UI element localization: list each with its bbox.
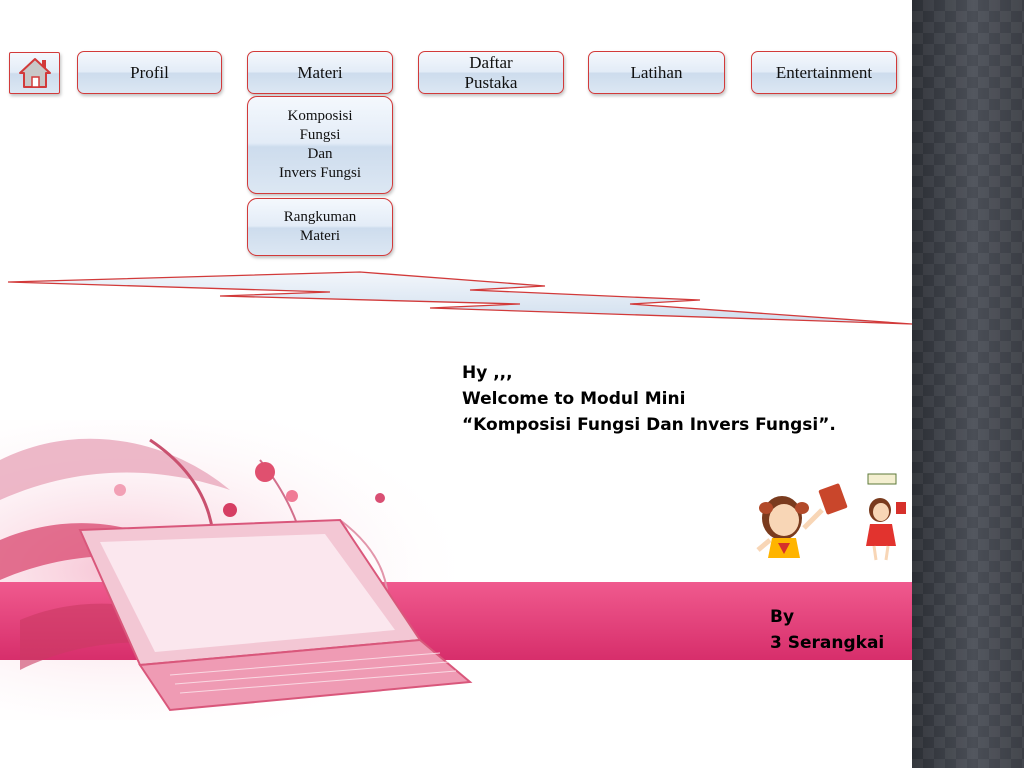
welcome-greeting: Hy ,,, bbox=[462, 363, 513, 383]
house-icon bbox=[18, 58, 51, 88]
submenu-komposisi-button[interactable]: Komposisi Fungsi Dan Invers Fungsi bbox=[247, 96, 393, 194]
entertainment-button[interactable]: Entertainment bbox=[751, 51, 897, 94]
entertainment-label: Entertainment bbox=[775, 62, 873, 82]
ribbon-decoration bbox=[7, 271, 912, 325]
cartoon-kids-image bbox=[756, 473, 906, 561]
byline-prefix: By bbox=[770, 607, 795, 627]
daftar-pustaka-label: Daftar Pustaka bbox=[464, 52, 518, 92]
side-panel-decoration bbox=[912, 0, 1024, 768]
author-name: 3 Serangkai bbox=[770, 633, 885, 653]
latihan-button[interactable]: Latihan bbox=[588, 51, 725, 94]
submenu-rangkuman-button[interactable]: Rangkuman Materi bbox=[247, 198, 393, 256]
welcome-line: Welcome to Modul Mini bbox=[462, 389, 686, 409]
komposisi-label: Komposisi Fungsi Dan Invers Fungsi bbox=[278, 108, 362, 181]
floral-laptop-decoration bbox=[0, 420, 912, 720]
materi-label: Materi bbox=[297, 62, 343, 82]
byline: By 3 Serangkai bbox=[770, 604, 884, 656]
home-button[interactable] bbox=[9, 52, 60, 94]
rangkuman-label: Rangkuman Materi bbox=[283, 209, 357, 244]
profil-button[interactable]: Profil bbox=[77, 51, 222, 94]
materi-button[interactable]: Materi bbox=[247, 51, 393, 94]
daftar-pustaka-button[interactable]: Daftar Pustaka bbox=[418, 51, 564, 94]
latihan-label: Latihan bbox=[630, 62, 683, 82]
profil-label: Profil bbox=[130, 62, 169, 82]
slide: Profil Materi Daftar Pustaka Latihan Ent… bbox=[0, 51, 912, 720]
